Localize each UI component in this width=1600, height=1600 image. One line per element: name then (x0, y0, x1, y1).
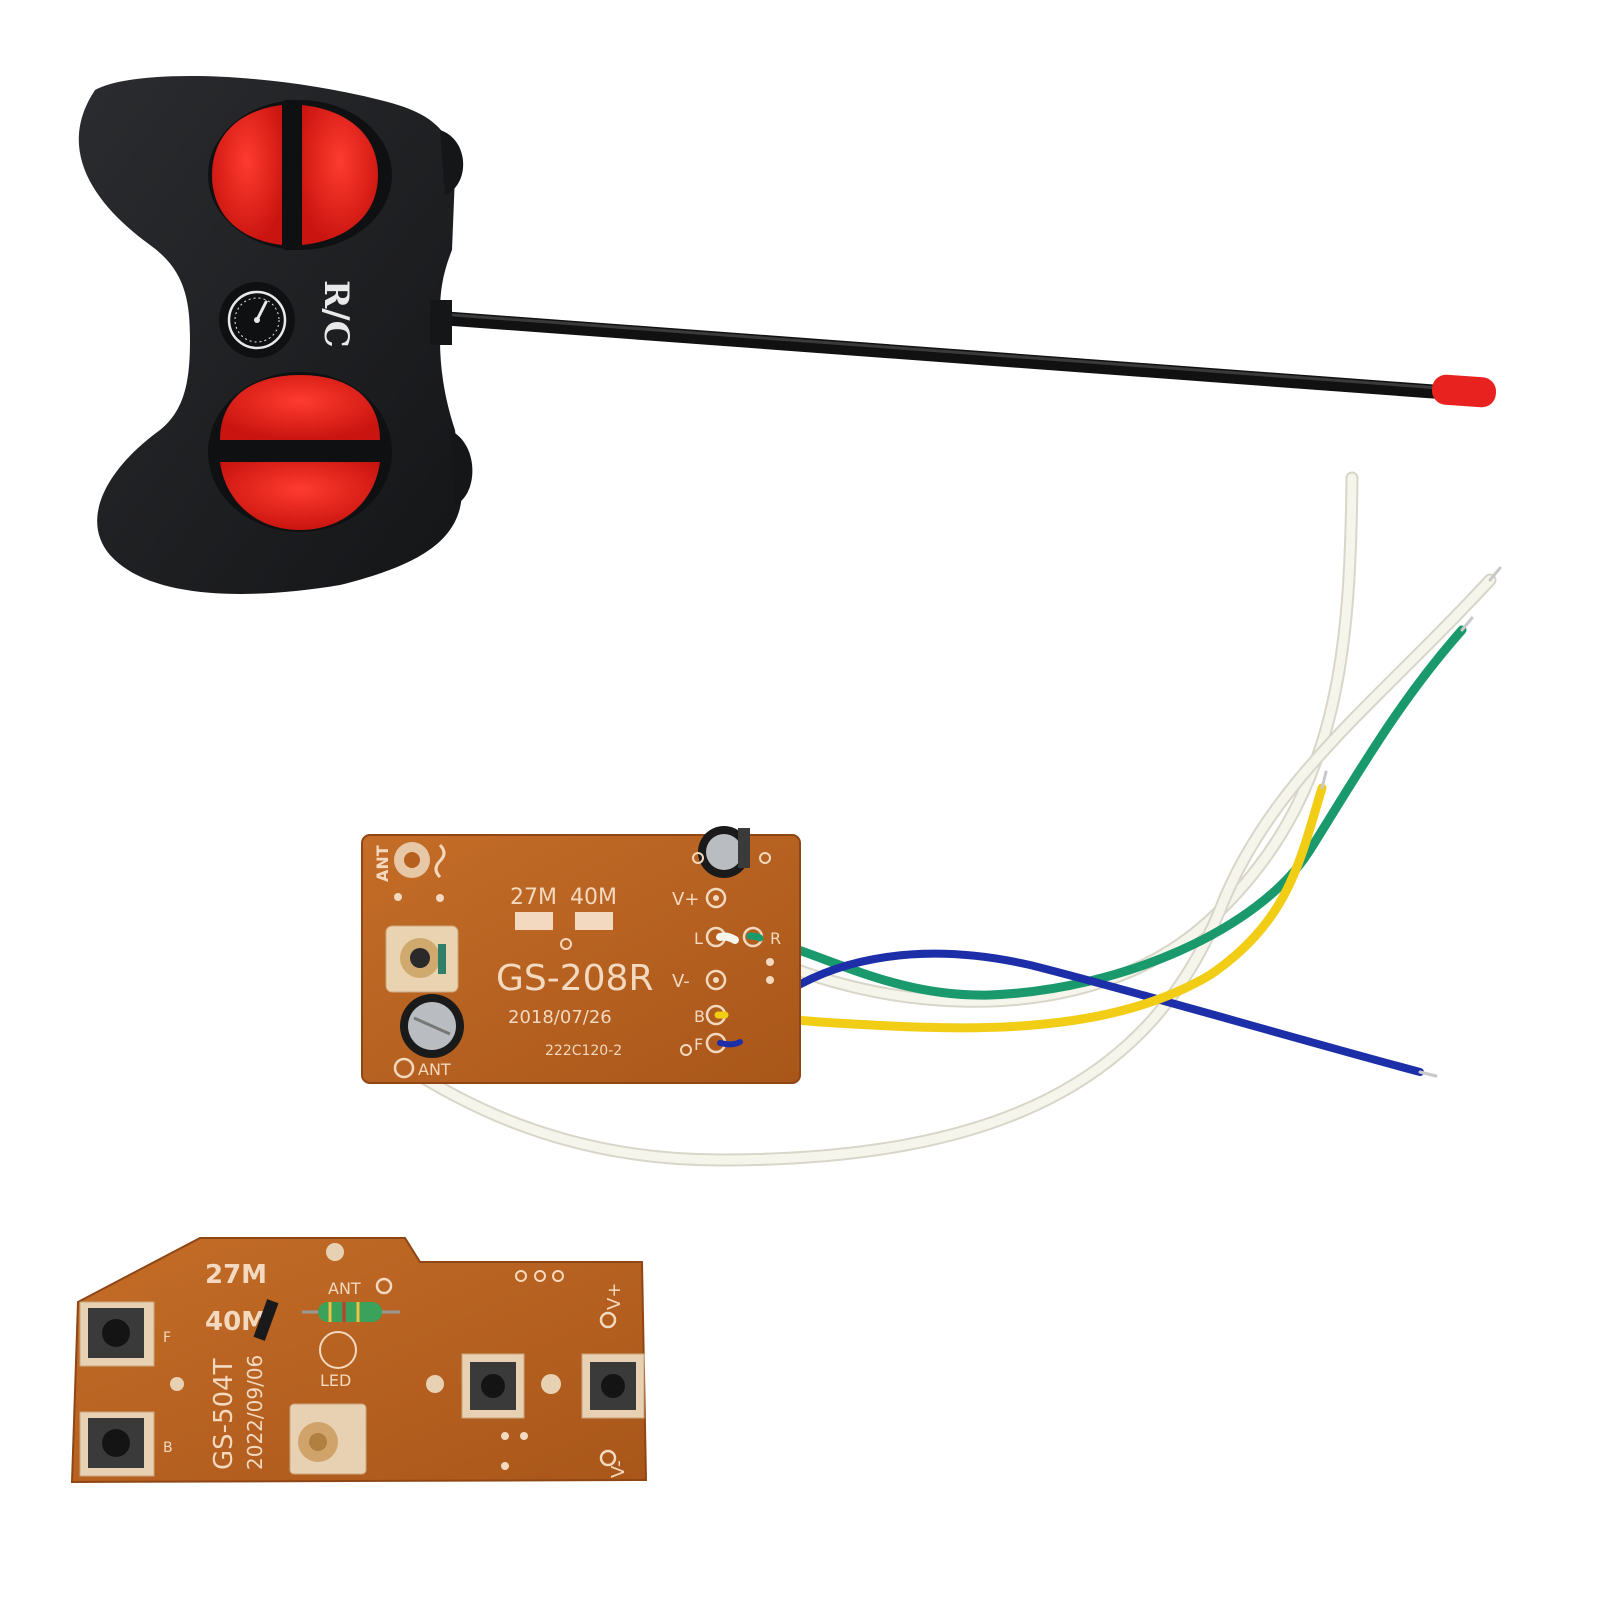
antenna-tip (1431, 374, 1497, 408)
remote-logo: R/C (316, 280, 356, 348)
switch-b-label: B (163, 1440, 173, 1456)
transmitter-board: F B 27M 40M GS-504T 2022/09/06 ANT LED (70, 1237, 648, 1484)
receiver-board: ANT 27M 40M GS-208R 2018/07/26 222C120-2 (361, 826, 801, 1084)
right-button[interactable] (302, 105, 378, 245)
receiver-ant-bottom-label: ANT (418, 1060, 451, 1079)
transmitter-vplus-label: V+ (604, 1283, 625, 1310)
receiver-code: 222C120-2 (545, 1043, 622, 1059)
bottom-buttons (208, 372, 392, 532)
receiver-trimmer (385, 925, 459, 993)
transmitter-ant-label: ANT (328, 1279, 361, 1298)
switch-right[interactable] (581, 1353, 645, 1419)
receiver-date: 2018/07/26 (508, 1007, 612, 1028)
transmitter-led-label: LED (320, 1371, 351, 1390)
pin-b-label: B (694, 1007, 705, 1026)
receiver-capacitor-2 (698, 826, 750, 878)
switch-f[interactable] (79, 1301, 155, 1367)
wire-blue (736, 949, 1424, 1076)
receiver-ant-top-label: ANT (373, 845, 392, 882)
receiver-capacitor-1 (400, 994, 464, 1058)
pin-vplus-label: V+ (672, 889, 699, 910)
pin-f-label: F (694, 1035, 703, 1054)
antenna (433, 311, 1497, 408)
pin-l-label: L (694, 929, 703, 948)
pin-r-label: R (770, 929, 781, 948)
switch-left[interactable] (461, 1353, 525, 1419)
top-buttons (208, 100, 392, 250)
transmitter-date: 2022/09/06 (243, 1355, 267, 1470)
backward-button[interactable] (220, 462, 380, 530)
remote-control: R/C (78, 76, 1497, 594)
transmitter-vminus-label: V- (608, 1460, 629, 1478)
gauge-icon (219, 282, 295, 358)
switch-b[interactable] (79, 1411, 155, 1477)
wire-white-1 (728, 471, 1359, 1008)
transmitter-freq-27m: 27M (205, 1260, 267, 1290)
switch-f-label: F (163, 1330, 171, 1346)
transmitter-model: GS-504T (209, 1358, 239, 1470)
pin-vminus-label: V- (672, 971, 690, 992)
receiver-model: GS-208R (496, 958, 653, 999)
receiver-freq-40m: 40M (570, 885, 617, 910)
transmitter-trimmer (289, 1403, 367, 1475)
receiver-freq-27m: 27M (510, 885, 557, 910)
inductor-coil (302, 1302, 400, 1322)
wire-green (745, 625, 1467, 1000)
forward-button[interactable] (220, 375, 380, 440)
left-button[interactable] (212, 105, 282, 245)
